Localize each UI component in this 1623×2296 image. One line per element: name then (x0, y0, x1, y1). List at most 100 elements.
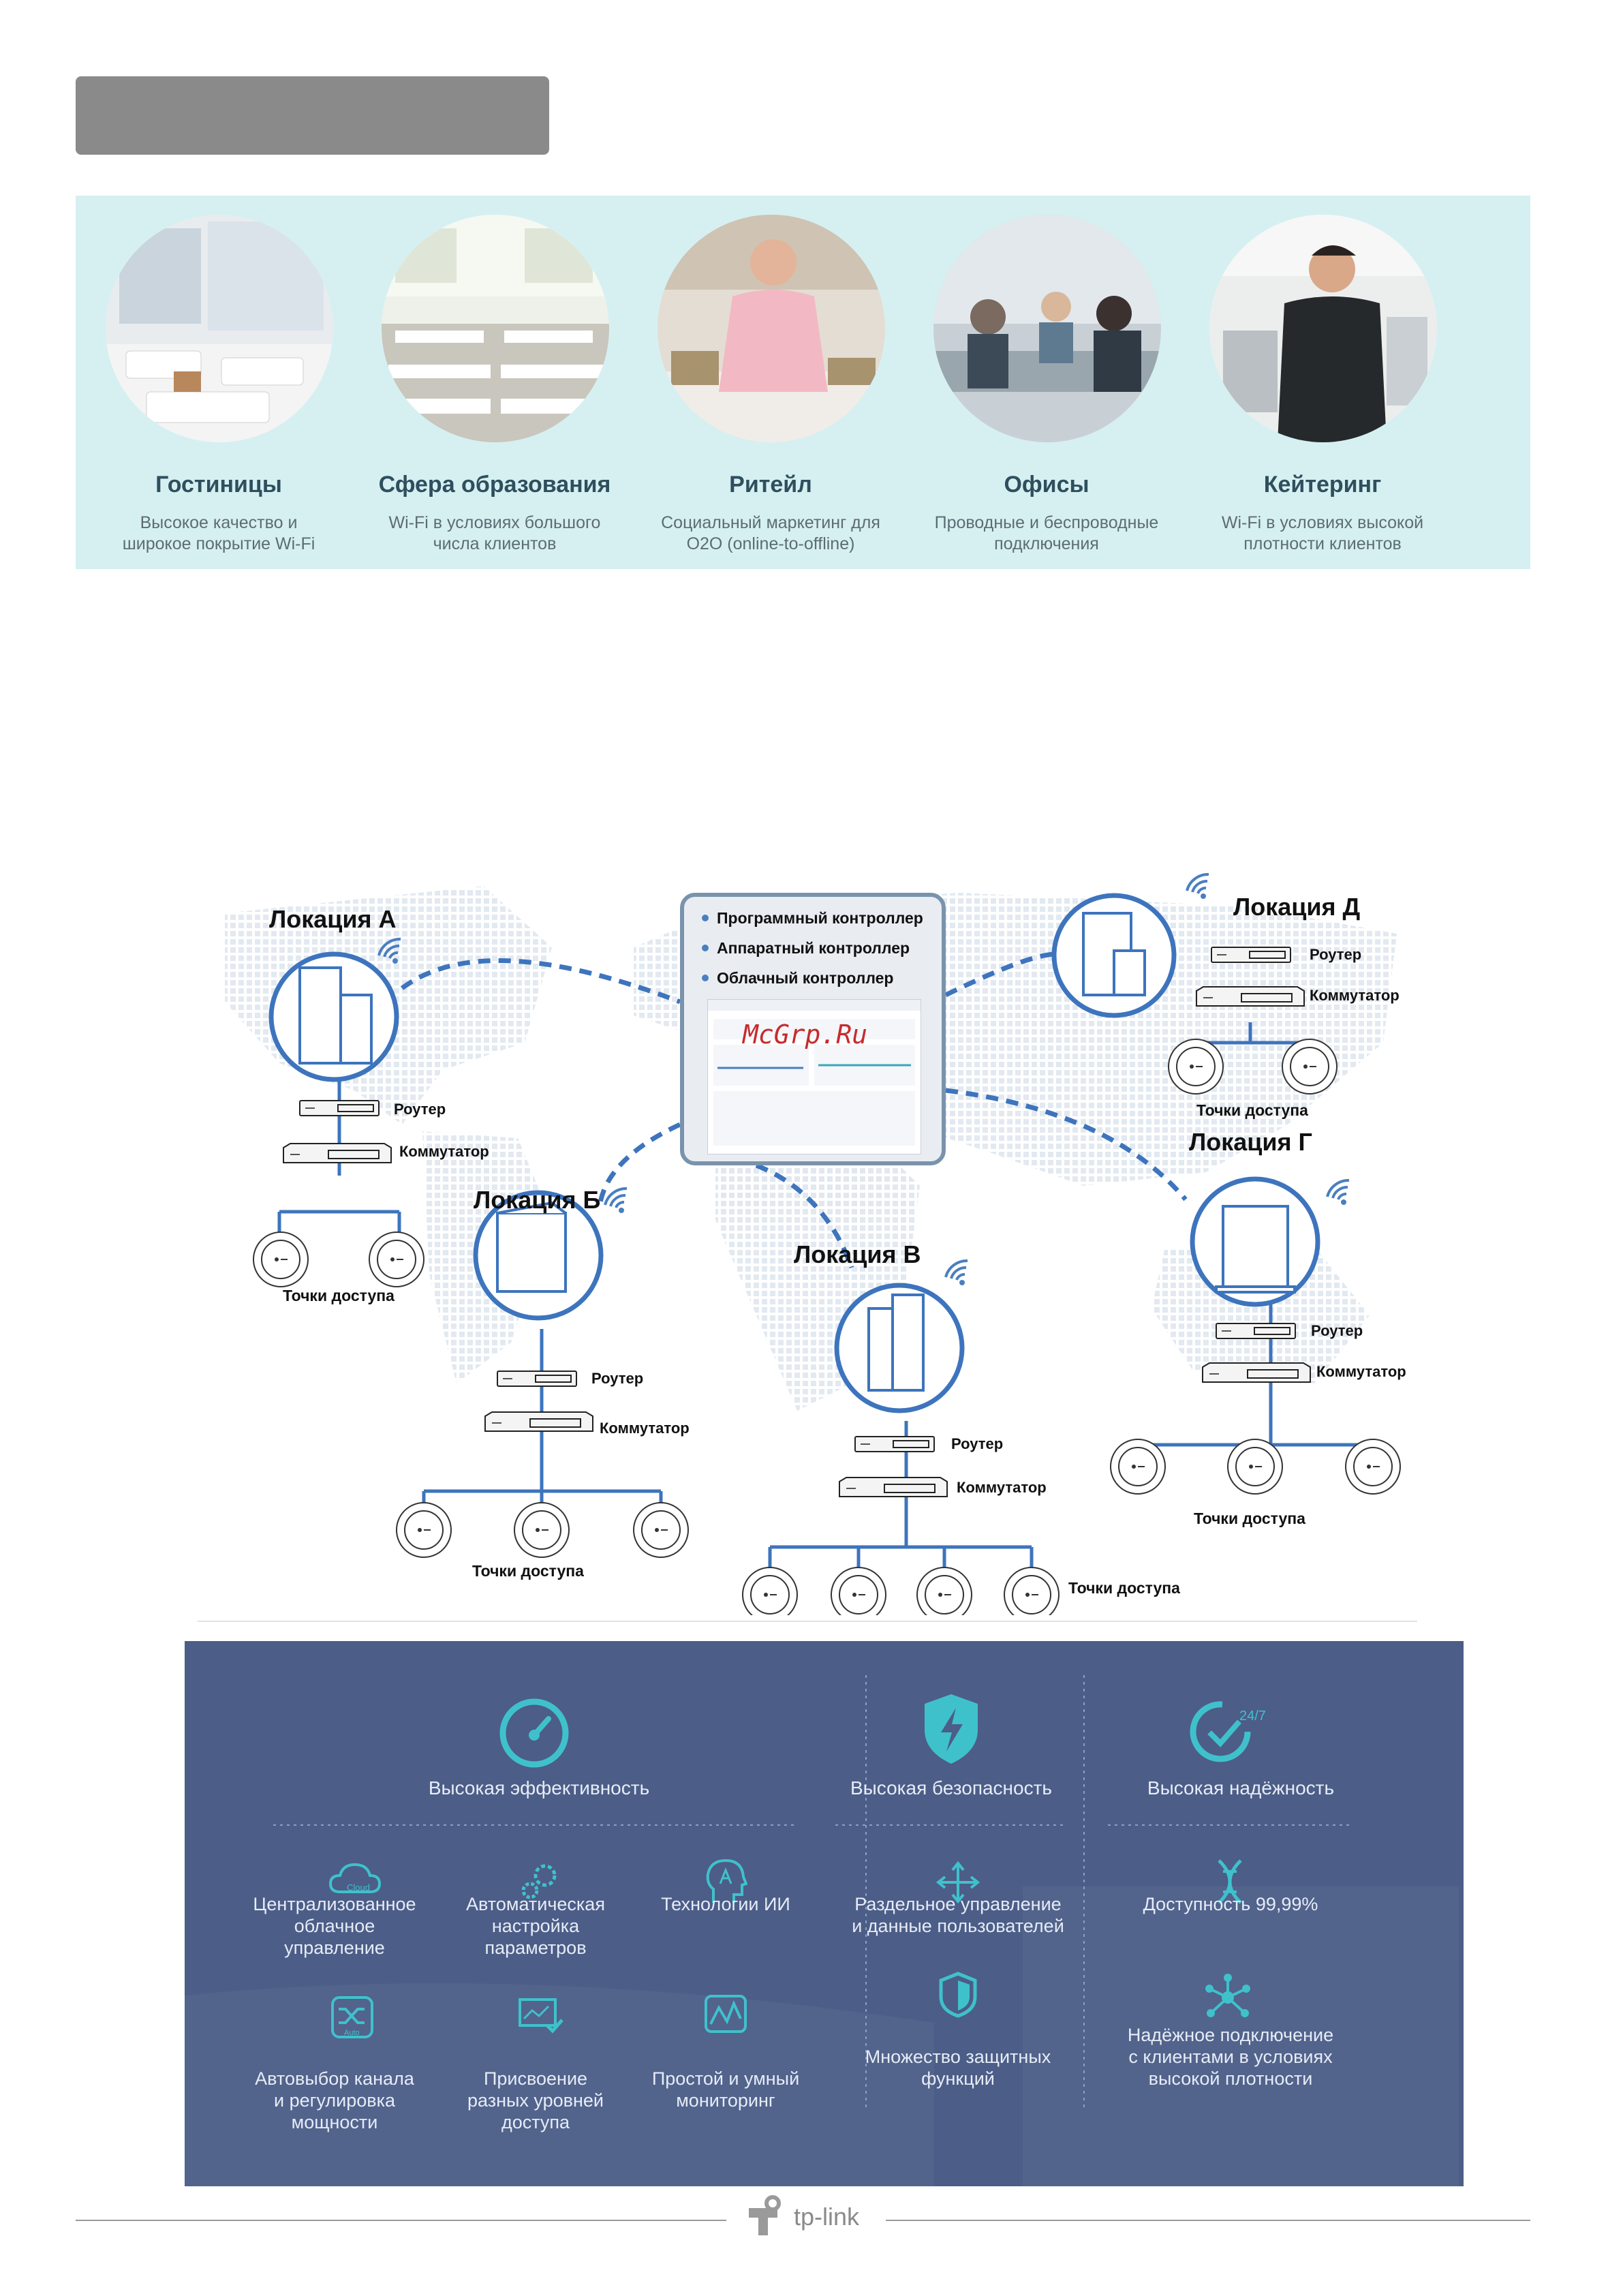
industry-title: Сфера образования (378, 472, 611, 498)
description-line: широкое покрытие Wi-Fi (122, 534, 315, 553)
features-panel: 24/7 Высокая эффективность Высокая безоп… (185, 1641, 1464, 2186)
controller-panel: Программный контроллер Аппаратный контро… (680, 893, 946, 1165)
controller-item: Программный контроллер (702, 909, 923, 927)
description-line: числа клиентов (433, 534, 557, 553)
speedometer-icon (499, 1698, 569, 1768)
feature-line: управление (284, 1938, 385, 1958)
controller-item: Аппаратный контроллер (701, 939, 910, 957)
section-header-tab (76, 76, 549, 155)
clock-24-7-icon: 24/7 (1190, 1701, 1266, 1762)
feature-line: и регулировка (273, 2090, 395, 2111)
access-points-label: Точки доступа (1194, 1510, 1305, 1527)
feature-line: Централизованное (253, 1894, 416, 1914)
monitoring-chart-icon (705, 1995, 747, 2033)
footer-line-right (886, 2220, 1530, 2221)
gears-icon (521, 1864, 557, 1899)
location-label: Локация Г (1189, 1128, 1312, 1156)
feature-density: Надёжное подключение с клиентами в услов… (1115, 2024, 1346, 2090)
feature-line: разных уровней (467, 2090, 604, 2111)
feature-line: Присвоение (483, 2068, 588, 2089)
router-label: Роутер (951, 1435, 1004, 1452)
feature-heading: Высокая безопасность (850, 1777, 1053, 1798)
feature-line: Раздельное управление (854, 1894, 1062, 1914)
divider (198, 1621, 1417, 1622)
offices-photo (933, 215, 1161, 442)
network-diagram: Программный контроллер Аппаратный контро… (198, 866, 1431, 1615)
feature-line: мониторинг (676, 2090, 775, 2111)
location-label: Локация А (269, 905, 397, 933)
industry-hotels: Гостиницы Высокое качество и широкое пок… (76, 196, 362, 569)
access-check-icon (519, 1998, 563, 2034)
feature-line: и данные пользователей (852, 1916, 1064, 1936)
feature-line: настройка (491, 1916, 580, 1936)
catering-photo (1209, 215, 1437, 442)
industry-catering: Кейтеринг Wi-Fi в условиях высокой плотн… (1179, 196, 1466, 569)
controller-item: Облачный контроллер (701, 969, 894, 987)
building-icons (298, 912, 1296, 1392)
description-line: подключения (994, 534, 1099, 553)
feature-protection: Множество защитных функций (842, 2046, 1074, 2090)
industries-band: Гостиницы Высокое качество и широкое пок… (76, 196, 1530, 569)
router-label: Роутер (1311, 1322, 1363, 1339)
router-label: Роутер (591, 1370, 644, 1387)
controller-dashboard-screenshot (707, 999, 921, 1154)
feature-heading: Высокая надёжность (1147, 1777, 1335, 1798)
hotels-photo (106, 215, 333, 442)
description-line: Проводные и беспроводные (934, 513, 1159, 532)
switch-label: Коммутатор (957, 1479, 1047, 1496)
switch-label: Коммутатор (1310, 987, 1400, 1004)
description-line: Wi-Fi в условиях большого (388, 513, 601, 532)
industry-description: Wi-Fi в условиях большого числа клиентов (352, 512, 638, 555)
feature-ai: Технологии ИИ (637, 1893, 814, 1915)
access-points-label: Точки доступа (283, 1287, 395, 1304)
description-line: Социальный маркетинг для (661, 513, 880, 532)
industry-title: Кейтеринг (1263, 472, 1382, 498)
split-arrows-icon (936, 1861, 980, 1904)
location-label: Локация Д (1233, 893, 1361, 921)
feature-line: функций (921, 2068, 995, 2089)
feature-heading: Высокая эффективность (428, 1777, 650, 1798)
feature-monitoring: Простой и умный мониторинг (637, 2068, 814, 2111)
ai-head-icon (706, 1858, 747, 1903)
retail-photo (658, 215, 885, 442)
access-points-label: Точки доступа (472, 1562, 584, 1580)
auto-icon-text: Auto (344, 2029, 360, 2037)
shield-icon (939, 1972, 977, 2018)
description-line: O2O (online-to-offline) (686, 534, 855, 553)
description-line: Wi-Fi в условиях высокой (1221, 513, 1424, 532)
feature-line: высокой плотности (1148, 2068, 1313, 2089)
industry-title: Офисы (1004, 472, 1089, 498)
cloud-icon: Cloud (328, 1863, 382, 1893)
access-points-label: Точки доступа (1068, 1579, 1180, 1597)
industry-title: Гостиницы (155, 472, 282, 498)
shield-bolt-icon (925, 1694, 978, 1764)
switch-label: Коммутатор (600, 1420, 690, 1437)
feature-availability: Доступность 99,99% (1115, 1893, 1346, 1915)
footer-line-left (76, 2220, 726, 2221)
feature-auto-config: Автоматическая настройка параметров (447, 1893, 624, 1959)
feature-line: доступа (501, 2112, 570, 2132)
industry-title: Ритейл (729, 472, 812, 498)
dna-icon (1218, 1859, 1242, 1904)
switch-label: Коммутатор (399, 1143, 489, 1160)
location-label: Локация Б (474, 1186, 601, 1214)
feature-separate: Раздельное управление и данные пользоват… (842, 1893, 1074, 1937)
router-label: Роутер (394, 1101, 446, 1118)
router-label: Роутер (1310, 946, 1362, 963)
feature-line: Простой и умный (651, 2068, 800, 2089)
feature-line: Автоматическая (466, 1894, 605, 1914)
feature-channel: Автовыбор канала и регулировка мощности (253, 2068, 416, 2133)
auto-shuffle-icon: Auto (331, 1996, 373, 2038)
feature-access-levels: Присвоение разных уровней доступа (447, 2068, 624, 2133)
switch-label: Коммутатор (1316, 1363, 1406, 1380)
feature-line: Технологии ИИ (661, 1894, 790, 1914)
industry-description: Социальный маркетинг для O2O (online-to-… (628, 512, 914, 555)
feature-line: Автовыбор канала (255, 2068, 414, 2089)
feature-line: Надёжное подключение (1127, 2025, 1334, 2045)
industry-offices: Офисы Проводные и беспроводные подключен… (903, 196, 1190, 569)
tree-lines (277, 1015, 1375, 1567)
network-node-icon (1205, 1974, 1250, 2017)
industry-education: Сфера образования Wi-Fi в условиях больш… (352, 196, 638, 569)
feature-line: Множество защитных (865, 2047, 1051, 2067)
industry-retail: Ритейл Социальный маркетинг для O2O (onl… (628, 196, 914, 569)
